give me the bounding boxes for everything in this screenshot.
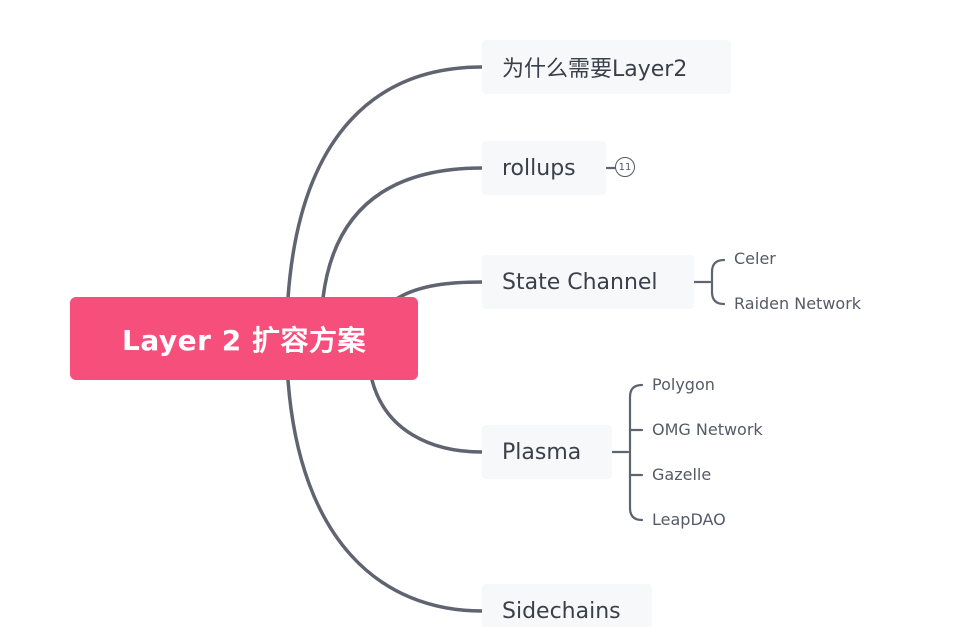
branch-plasma[interactable]: Plasma: [482, 425, 612, 479]
root-topic[interactable]: Layer 2 扩容方案: [70, 297, 418, 380]
branch-state-channel[interactable]: State Channel: [482, 255, 694, 309]
leaf-polygon[interactable]: Polygon: [652, 375, 715, 394]
connector-rollups: [321, 166, 484, 300]
branch-rollups[interactable]: rollups: [482, 141, 606, 195]
connector-state-channel: [396, 280, 484, 300]
branch-label: rollups: [502, 155, 576, 181]
leaf-omg-network[interactable]: OMG Network: [652, 420, 763, 439]
leaf-celer[interactable]: Celer: [734, 249, 776, 268]
leaf-gazelle[interactable]: Gazelle: [652, 465, 712, 484]
connector-why-layer2: [286, 65, 484, 300]
leaf-raiden-network[interactable]: Raiden Network: [734, 294, 862, 313]
branch-label: State Channel: [502, 269, 658, 295]
leaf-leapdao[interactable]: LeapDAO: [652, 510, 726, 529]
bracket-plasma: [628, 383, 644, 522]
branch-label: Plasma: [502, 439, 582, 465]
branch-sidechains[interactable]: Sidechains: [482, 584, 652, 627]
branch-label: Sidechains: [502, 598, 621, 624]
collapsed-count-badge[interactable]: 11: [615, 157, 635, 177]
connector-plasma: [370, 378, 484, 454]
root-topic-label: Layer 2 扩容方案: [122, 323, 366, 357]
collapsed-count: 11: [618, 161, 632, 173]
connector-sidechains: [286, 378, 484, 613]
bracket-state-channel: [710, 258, 726, 306]
branch-why-layer2[interactable]: 为什么需要Layer2: [482, 40, 731, 94]
branch-label: 为什么需要Layer2: [502, 57, 688, 82]
